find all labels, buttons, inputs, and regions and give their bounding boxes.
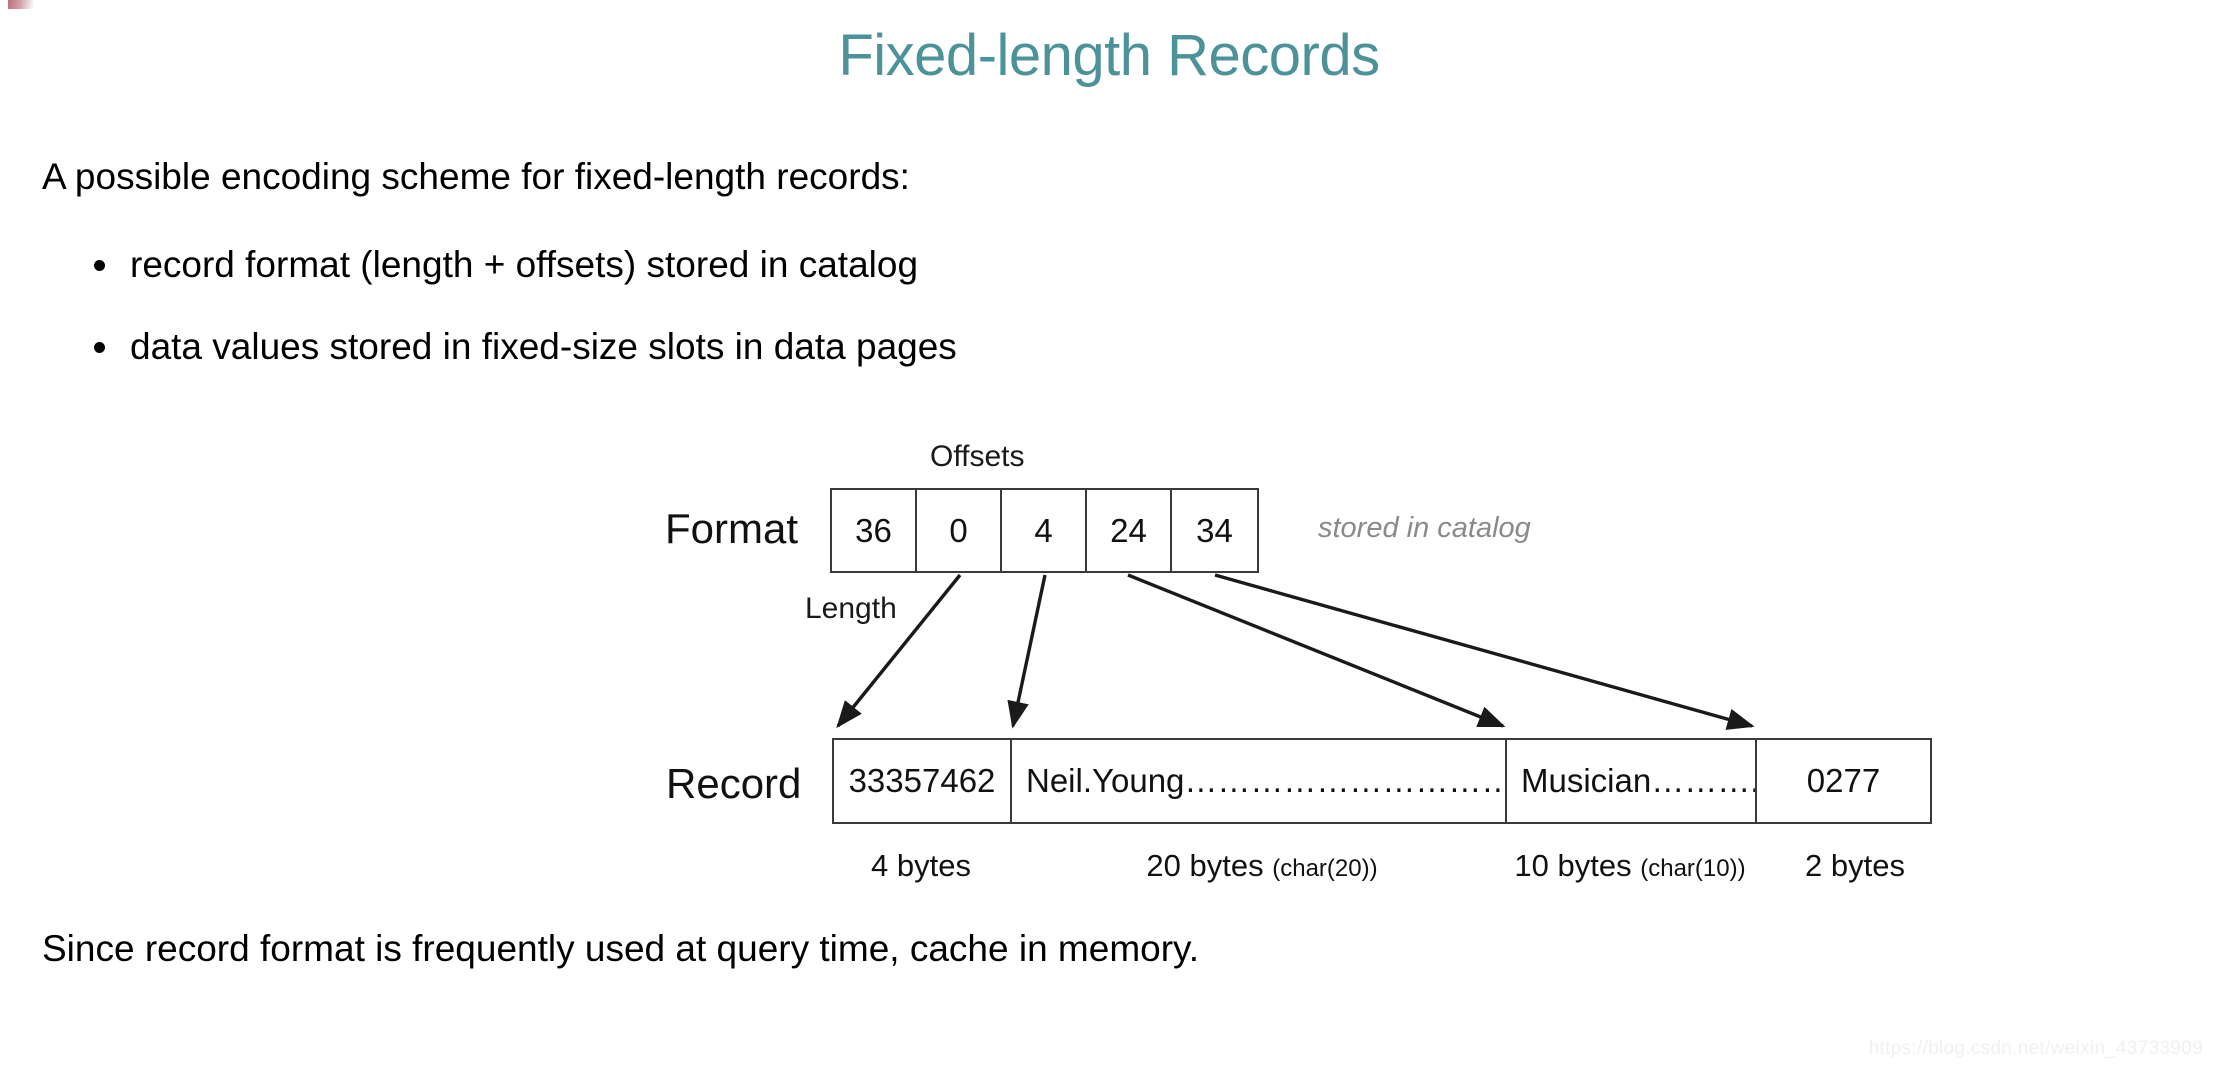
byte-label-type: (char(10)) [1640, 855, 1746, 882]
bullet-list: record format (length + offsets) stored … [86, 246, 957, 410]
byte-label-main: 10 bytes [1514, 848, 1632, 883]
record-cell-code: 0277 [1806, 762, 1881, 799]
list-item: record format (length + offsets) stored … [86, 246, 957, 283]
stored-in-catalog-note: stored in catalog [1318, 512, 1531, 544]
format-row-label: Format [665, 505, 799, 552]
byte-label-main: 20 bytes [1146, 848, 1264, 883]
closing-text: Since record format is frequently used a… [42, 928, 1200, 969]
byte-label-code: 2 bytes [1805, 848, 1905, 884]
page-title: Fixed-length Records [838, 23, 1380, 88]
list-item: data values stored in fixed-size slots i… [86, 328, 957, 365]
format-cell-length: 36 [832, 490, 917, 571]
record-cell-id: 33357462 [834, 740, 1012, 822]
byte-label-main: 4 bytes [871, 848, 971, 883]
byte-label-id: 4 bytes [871, 848, 971, 884]
format-table: 36 0 4 24 34 [830, 488, 1259, 573]
list-item-label: record format (length + offsets) stored … [130, 244, 919, 285]
corner-artifact [8, 0, 34, 9]
bullet-dot-icon [94, 260, 105, 271]
record-table: 33357462 Neil.Young………………………… Musician……… [832, 738, 1932, 824]
format-cell-offset-3: 34 [1196, 511, 1233, 549]
record-cell-name: Neil.Young………………………… [1012, 740, 1507, 822]
byte-size-labels: 4 bytes 20 bytes (char(20)) 10 bytes (ch… [0, 848, 2218, 892]
intro-text: A possible encoding scheme for fixed-len… [42, 156, 910, 197]
format-cell-offset-2: 24 [1087, 490, 1172, 571]
byte-label-type: (char(20)) [1272, 855, 1378, 882]
offsets-label: Offsets [930, 440, 1025, 473]
format-cell-offset-1: 4 [1002, 490, 1087, 571]
length-label: Length [805, 592, 897, 625]
record-row-label: Record [666, 760, 802, 807]
byte-label-main: 2 bytes [1805, 848, 1905, 883]
list-item-label: data values stored in fixed-size slots i… [130, 326, 957, 367]
watermark: https://blog.csdn.net/weixin_43733909 [1868, 1038, 2203, 1059]
format-cell-offset-0: 0 [917, 490, 1002, 571]
record-cell-occupation: Musician……….. [1507, 740, 1757, 822]
byte-label-name: 20 bytes (char(20)) [1146, 848, 1377, 884]
byte-label-occupation: 10 bytes (char(10)) [1514, 848, 1745, 884]
bullet-dot-icon [94, 342, 105, 353]
